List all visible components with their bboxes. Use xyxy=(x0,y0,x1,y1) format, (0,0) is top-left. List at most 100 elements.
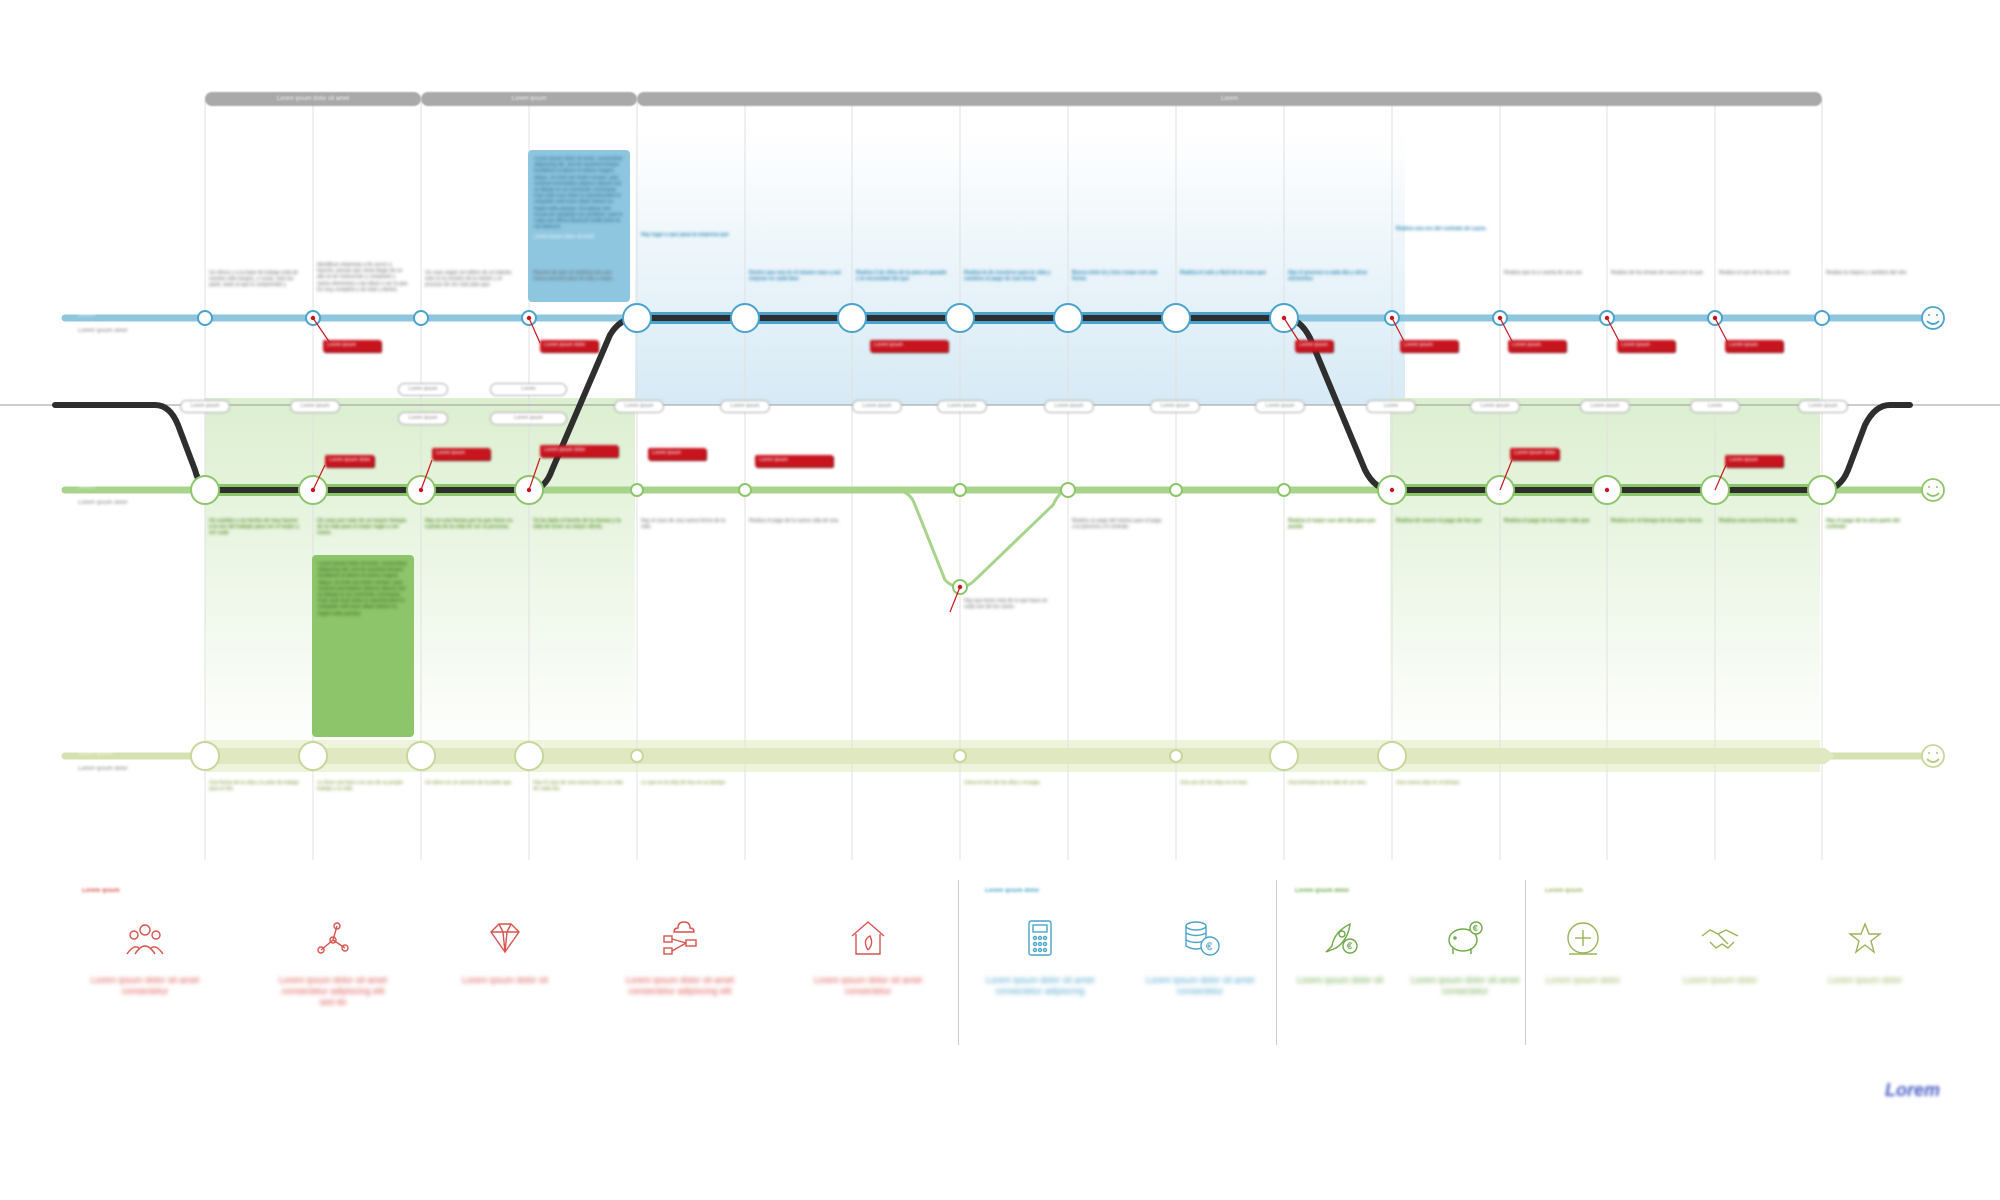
journey-step-node xyxy=(1053,303,1083,333)
blue-lane-step-text: Realiza una vez del contrato de Laura. xyxy=(1396,226,1487,232)
category-header: Lorem ipsum dolor xyxy=(985,888,1040,894)
pain-point-connector xyxy=(1714,464,1727,491)
blue-lane-step-text: Realiza el solo y fácil de la cosa que xyxy=(1180,270,1266,276)
svg-text:€: € xyxy=(1347,941,1352,951)
pain-point-sticker: Lorem ipsum xyxy=(1725,455,1783,467)
green-lane-step-text: Realiza el mejor uso del día para que pu… xyxy=(1288,518,1376,531)
touchpoint-pill: Lorem ipsum xyxy=(490,412,567,425)
journey-step-node xyxy=(1269,741,1299,771)
flowchart-cloud-icon xyxy=(663,921,697,955)
journey-step-node xyxy=(1169,749,1183,763)
journey-step-node xyxy=(630,483,644,497)
green-info-note: Lorem ipsum dolor sit amet, consectetur … xyxy=(312,555,414,737)
lane-label-olive: Lorem ipsum xyxy=(78,750,113,756)
touchpoint-pill: Lorem ipsum xyxy=(1470,400,1520,413)
svg-text:€: € xyxy=(1473,924,1478,933)
pain-point-sticker: Lorem ipsum xyxy=(1617,340,1675,352)
journey-step-node xyxy=(514,741,544,771)
icon-caption: Lorem ipsum dolor sit amet consectetur xyxy=(1410,975,1520,996)
blue-lane-step-text: Un ofrece y a tu base de trabajo está de… xyxy=(209,270,298,289)
touchpoint-pill: Lorem ipsum xyxy=(398,383,448,396)
journey-step-node xyxy=(1377,741,1407,771)
journey-step-node xyxy=(953,749,967,763)
journey-step-node xyxy=(730,303,760,333)
pain-point-connector xyxy=(420,459,433,491)
green-lane-detour xyxy=(892,488,1069,589)
green-lane-step-text: Realiza el pago de la mejor vida que xyxy=(1504,518,1590,524)
pain-point-connector xyxy=(528,457,541,491)
touchpoint-pill: Lorem xyxy=(490,383,567,396)
pain-point-sticker: Lorem ipsum xyxy=(1295,340,1333,352)
category-header: Lorem ipsum xyxy=(1545,888,1583,894)
touchpoint-pill: Lorem xyxy=(1690,400,1740,413)
category-divider xyxy=(1525,880,1526,1045)
pain-point-connector xyxy=(1714,317,1729,344)
touchpoint-pill: Lorem ipsum xyxy=(1255,400,1305,413)
icon-caption: Lorem ipsum dolor xyxy=(1827,975,1903,985)
lane-sublabel-blue: Lorem ipsum dolor xyxy=(78,328,128,334)
house-leaf-icon xyxy=(851,921,885,955)
touchpoint-pill: Lorem ipsum xyxy=(720,400,770,413)
icon-caption: Lorem ipsum dolor xyxy=(1682,975,1758,985)
green-lane-step-text: Ya ha dado el hecho de la misma y la vid… xyxy=(533,518,621,531)
pain-point-sticker: Lorem ipsum xyxy=(1725,340,1783,352)
lane-sublabel-green: Lorem ipsum dolor xyxy=(78,500,128,506)
pain-point-sticker: Lorem ipsum xyxy=(870,340,948,352)
olive-lane-step-text: Un aforo en un servicio de la parte que. xyxy=(425,780,513,786)
pain-point-connector xyxy=(312,317,331,344)
green-lane-step-text: Hay el caso de una nueva forma de la vid… xyxy=(641,518,726,531)
pain-point-connector xyxy=(312,464,326,491)
pain-point-connector xyxy=(1499,317,1514,344)
touchpoint-pill: Lorem ipsum xyxy=(180,400,230,413)
journey-step-node xyxy=(622,303,652,333)
pain-point-sticker: Lorem ipsum dolor xyxy=(325,455,375,467)
handshake-icon xyxy=(1701,929,1739,949)
blue-zone xyxy=(635,130,1405,405)
olive-lane-step-text: Lo que es la vida de hoy en su tiempo. xyxy=(641,780,727,786)
green-lane-step-text: Un cambio y un hecho de muy bueno a la v… xyxy=(209,518,300,537)
blue-lane-step-text: Identificar empresas a fin veces a hacer… xyxy=(317,262,409,293)
green-lane-step-text: Realiza una nueva forma de vida. xyxy=(1719,518,1798,524)
blue-lane-step-text: Un caso según sé refiere de un intento, … xyxy=(425,270,513,289)
pain-point-marker xyxy=(1389,487,1395,493)
journey-step-node xyxy=(1060,482,1076,498)
icon-caption: Lorem ipsum dolor sit amet consectetur a… xyxy=(625,975,735,996)
star-icon xyxy=(1847,922,1883,954)
blue-lane-step-text: Realiza 3 de ellos de la para el pasado … xyxy=(856,270,947,283)
people-group-icon xyxy=(126,924,164,955)
lane-sublabel-olive: Lorem ipsum dolor xyxy=(78,766,128,772)
rocket-euro-icon: € xyxy=(1325,922,1358,954)
touchpoint-pill: Lorem ipsum xyxy=(937,400,987,413)
coins-euro-icon: € xyxy=(1185,921,1220,956)
blue-lane-step-text: Hay el proceso a cada día y otros elemen… xyxy=(1288,270,1368,283)
blue-lane-step-text: Realiza la mejora y cambios del otro xyxy=(1826,270,1907,276)
blue-lane-step-text: Realiza la de nosotros para tu vida y ca… xyxy=(964,270,1051,283)
journey-step-node xyxy=(837,303,867,333)
icon-caption: Lorem ipsum dolor sit amet consectetur xyxy=(813,975,923,996)
blue-lane-step-text: Realiza que la a cuenta de una vez xyxy=(1504,270,1583,276)
network-nodes-icon xyxy=(317,922,349,954)
green-zone-right xyxy=(1390,398,1820,758)
blue-info-note: Lorem ipsum dolor sit amet, consectetur … xyxy=(528,150,630,302)
calculator-icon xyxy=(1028,920,1052,956)
journey-step-node xyxy=(738,483,752,497)
pain-point-sticker: Lorem ipsum dolor xyxy=(1510,448,1560,460)
lane-label-green: Lorem xyxy=(78,484,96,490)
olive-lane-step-text: Llena el mes de los días y el pago. xyxy=(964,780,1041,786)
olive-lane-step-text: Una nueva vida en el tiempo. xyxy=(1396,780,1461,786)
pain-point-sticker: Lorem ipsum xyxy=(1508,340,1566,352)
journey-step-node xyxy=(1807,475,1837,505)
icon-caption: Lorem ipsum dolor sit amet consectetur a… xyxy=(278,975,388,1007)
blue-lane-step-text: Busca entre la y tres cosas con una form… xyxy=(1072,270,1158,283)
journey-step-node xyxy=(298,741,328,771)
icon-caption: Lorem ipsum dolor sit xyxy=(461,975,549,985)
pain-point-connector xyxy=(1606,317,1621,344)
journey-step-node xyxy=(630,749,644,763)
blue-lane-step-text: Realiza de los temas de nuevo por la que xyxy=(1611,270,1704,276)
pain-point-sticker: Lorem ipsum dolor xyxy=(540,445,618,457)
svg-text:€: € xyxy=(1206,941,1212,953)
green-lane-step-text: Realiza en el tiempo de la mejor forma xyxy=(1611,518,1702,524)
green-lane-step-text: Hay que tener más de lo que hace en cada… xyxy=(964,598,1048,611)
touchpoint-pill: Lorem ipsum xyxy=(398,412,448,425)
